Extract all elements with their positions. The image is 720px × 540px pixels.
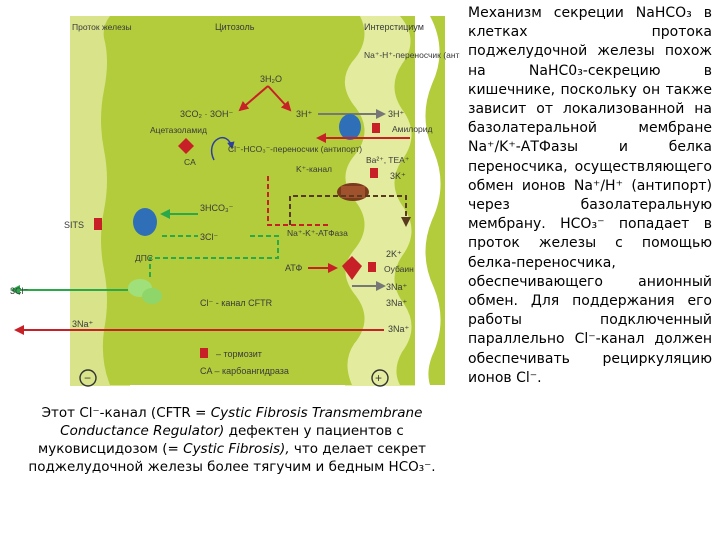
arrow-h2o-to-h: [267, 85, 292, 112]
label-ouabain: Оубаин: [384, 264, 414, 274]
label-amiloride: Амилорид: [392, 124, 433, 134]
label-cl-hco3: Cl⁻-HCO₃⁻-переносчик (антипорт): [228, 144, 362, 154]
k-channel-protein: [337, 183, 369, 201]
cell-body: [101, 16, 365, 385]
caption-part1: Этот Cl⁻-канал (CFTR =: [41, 405, 211, 421]
interstitium-folds: [394, 16, 415, 385]
caption-part3: что делает секрет поджелудочной железы б…: [28, 441, 436, 475]
legend-inhibitor-icon: [200, 348, 208, 358]
arrow-h2o-to-oh: [238, 85, 269, 112]
label-three-na-duct: 3Na⁺: [72, 319, 94, 329]
caption-italic2: Cystic Fibrosis),: [183, 441, 290, 457]
arrow-k-recycle: [289, 195, 411, 227]
label-three-na-inter: 3Na⁺: [388, 324, 410, 334]
label-nak-atpase: Na⁺-K⁺-АТФаза: [287, 228, 348, 238]
label-acetazolamide: Ацетазоламид: [150, 125, 207, 135]
legend-ca-text: CA – карбоангидраза: [200, 366, 289, 376]
label-ca-inhib: CA: [184, 157, 196, 167]
sits-inhibitor-icon: [94, 218, 102, 230]
label-three-cl-in: 3Cl⁻: [200, 232, 219, 242]
label-two-k: 2K⁺: [386, 249, 402, 259]
region-interstitium-label: Интерстициум: [364, 22, 424, 32]
cl-hco3-exchanger-protein: [133, 208, 157, 236]
figure-caption: Этот Cl⁻-канал (CFTR = Cystic Fibrosis T…: [4, 404, 460, 476]
label-atp: АТФ: [285, 263, 302, 273]
region-duct-label: Проток железы: [72, 22, 132, 32]
label-three-na-b: 3Na⁺: [386, 298, 408, 308]
label-h2o: 3H₂O: [260, 74, 282, 84]
interstitium-folds-2: [425, 16, 445, 385]
plus-symbol: [371, 369, 389, 387]
label-antiporter: Na⁺-H⁺-переносчик (антипорт): [364, 50, 460, 60]
legend-inhibitor-text: – тормозит: [216, 349, 262, 359]
arrow-cl-recycle: [149, 235, 279, 280]
label-sits: SITS: [64, 220, 84, 230]
inhibitor-icon-ca: [178, 138, 194, 154]
label-three-hco3: 3HCO₃⁻: [200, 203, 234, 213]
antiporter-protein: [339, 114, 361, 140]
label-ba-tea: Ba²⁺, TEA⁺: [366, 155, 410, 165]
label-three-na-a: 3Na⁺: [386, 282, 408, 292]
minus-symbol: [79, 369, 97, 387]
region-cytosol-label: Цитозоль: [215, 22, 255, 32]
label-dps: ДПС: [135, 253, 153, 263]
label-co2-oh: 3CO₂ · 3OH⁻: [180, 109, 234, 119]
label-k-channel: K⁺-канал: [296, 164, 332, 174]
caption-part2: дефектен у пациентов с муковисцидозом (=: [38, 423, 404, 457]
label-cftr: Cl⁻ - канал CFTR: [200, 298, 273, 308]
side-description: Механизм секреции NaHCO₃ в клетках прото…: [468, 5, 712, 386]
caption-italic1: Cystic Fibrosis Transmembrane Conductanc…: [60, 405, 423, 439]
nak-atpase-protein: [342, 256, 362, 280]
arrow-k-out: [267, 176, 330, 226]
minus-label: −: [84, 371, 91, 385]
ca-recycle-arrow: [211, 137, 235, 161]
cftr-channel-protein: [128, 279, 162, 304]
secretion-diagram: Проток железы Цитозоль Интерстициум 3H₂O…: [10, 16, 460, 387]
amiloride-inhibitor-icon: [372, 123, 380, 133]
label-three-h: 3H⁺: [296, 109, 313, 119]
label-three-k: 3K⁺: [390, 171, 406, 181]
plus-label: +: [375, 371, 382, 385]
ouabain-inhibitor-icon: [368, 262, 376, 272]
label-three-cl-duct: 3Cl⁻: [10, 286, 29, 296]
ba-tea-inhibitor-icon: [370, 168, 378, 178]
label-three-h-out: 3H⁺: [388, 109, 405, 119]
